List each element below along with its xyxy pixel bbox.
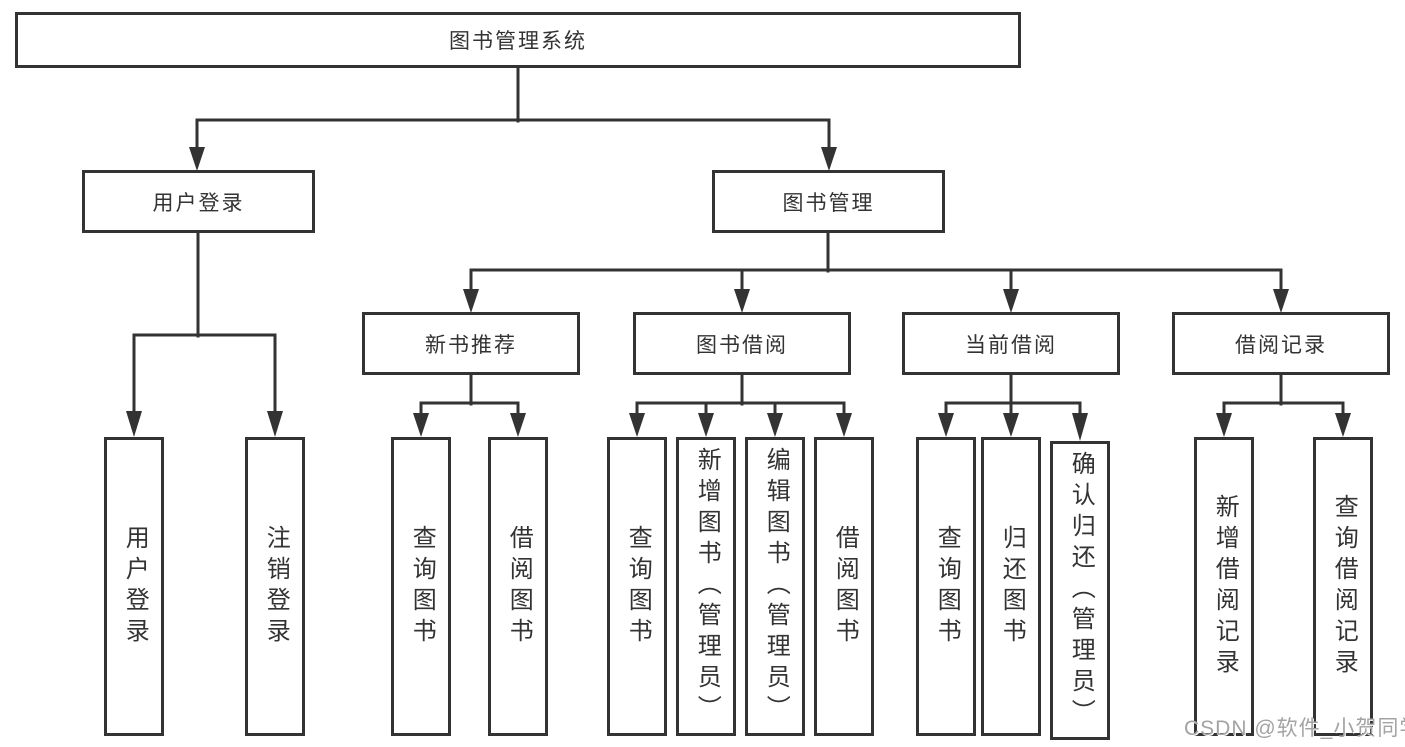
connector-management-to-level3 xyxy=(469,231,1283,293)
arrowhead-icon xyxy=(1273,289,1289,313)
leaf-return-books: 归还图书 xyxy=(981,437,1041,736)
node-label: 查询图书 xyxy=(933,524,961,649)
arrowhead-icon xyxy=(1003,413,1019,437)
arrowhead-icon xyxy=(1003,289,1019,313)
arrowhead-icon xyxy=(629,413,645,437)
node-book-borrowing: 图书借阅 xyxy=(633,312,851,375)
arrowhead-icon xyxy=(267,411,283,437)
leaf-borrow-books-borrowing: 借阅图书 xyxy=(814,437,874,736)
arrowhead-icon xyxy=(1072,413,1088,441)
leaf-logout: 注销登录 xyxy=(245,437,305,736)
node-borrowing-records: 借阅记录 xyxy=(1172,312,1390,375)
leaf-query-books-recommend: 查询图书 xyxy=(391,437,451,736)
node-label: 编辑图书（管理员） xyxy=(762,447,790,726)
arrowhead-icon xyxy=(1216,413,1232,437)
node-label: 新书推荐 xyxy=(425,333,517,357)
node-label: 图书管理系统 xyxy=(449,30,587,53)
arrowhead-icon xyxy=(413,413,429,437)
node-label: 查询图书 xyxy=(624,524,652,649)
node-label: 新增图书（管理员） xyxy=(693,447,721,726)
connector-borrowing-to-leaves xyxy=(635,373,846,417)
leaf-confirm-return-admin: 确认归还（管理员） xyxy=(1050,441,1110,740)
node-label: 确认归还（管理员） xyxy=(1067,451,1095,730)
leaf-query-books-current: 查询图书 xyxy=(916,437,976,736)
leaf-add-borrow-record: 新增借阅记录 xyxy=(1194,437,1254,736)
arrowhead-icon xyxy=(821,147,837,171)
arrowhead-icon xyxy=(510,413,526,437)
arrowhead-icon xyxy=(767,413,783,437)
leaf-user-login: 用户登录 xyxy=(104,437,164,736)
node-label: 查询借阅记录 xyxy=(1330,493,1358,680)
leaf-edit-books-admin: 编辑图书（管理员） xyxy=(745,437,805,736)
arrowhead-icon xyxy=(126,411,142,437)
arrowhead-icon xyxy=(463,289,479,313)
node-current-borrowing: 当前借阅 xyxy=(902,312,1120,375)
arrowhead-icon xyxy=(189,147,205,171)
node-label: 用户登录 xyxy=(152,191,245,215)
node-root-system: 图书管理系统 xyxy=(15,12,1021,68)
node-label: 图书借阅 xyxy=(696,333,788,357)
node-book-management: 图书管理 xyxy=(712,170,945,233)
connector-records-to-leaves xyxy=(1222,373,1345,417)
node-label: 注销登录 xyxy=(262,524,290,649)
node-label: 图书管理 xyxy=(782,191,875,215)
node-label: 借阅记录 xyxy=(1235,333,1327,357)
node-label: 借阅图书 xyxy=(831,524,859,649)
connector-root-to-level2 xyxy=(195,66,831,152)
node-label: 查询图书 xyxy=(408,524,436,649)
csdn-watermark: CSDN @软件_小贺同学 xyxy=(1184,717,1405,740)
node-new-book-recommend: 新书推荐 xyxy=(362,312,580,375)
leaf-borrow-books-recommend: 借阅图书 xyxy=(488,437,548,736)
node-label: 用户登录 xyxy=(121,524,149,649)
node-label: 归还图书 xyxy=(998,524,1026,649)
connector-login-to-leaves xyxy=(132,231,277,416)
leaf-query-books-borrowing: 查询图书 xyxy=(607,437,667,736)
leaf-query-borrow-record: 查询借阅记录 xyxy=(1313,437,1373,736)
arrowhead-icon xyxy=(734,289,750,313)
arrowhead-icon xyxy=(836,413,852,437)
node-label: 当前借阅 xyxy=(965,333,1057,357)
arrowhead-icon xyxy=(938,413,954,437)
leaf-add-books-admin: 新增图书（管理员） xyxy=(676,437,736,736)
node-label: 新增借阅记录 xyxy=(1211,493,1239,680)
connector-current-to-leaves xyxy=(944,373,1082,417)
node-label: 借阅图书 xyxy=(505,524,533,649)
arrowhead-icon xyxy=(698,413,714,437)
connector-recommend-to-leaves xyxy=(419,373,520,417)
arrowhead-icon xyxy=(1335,413,1351,437)
node-user-login: 用户登录 xyxy=(82,170,315,233)
